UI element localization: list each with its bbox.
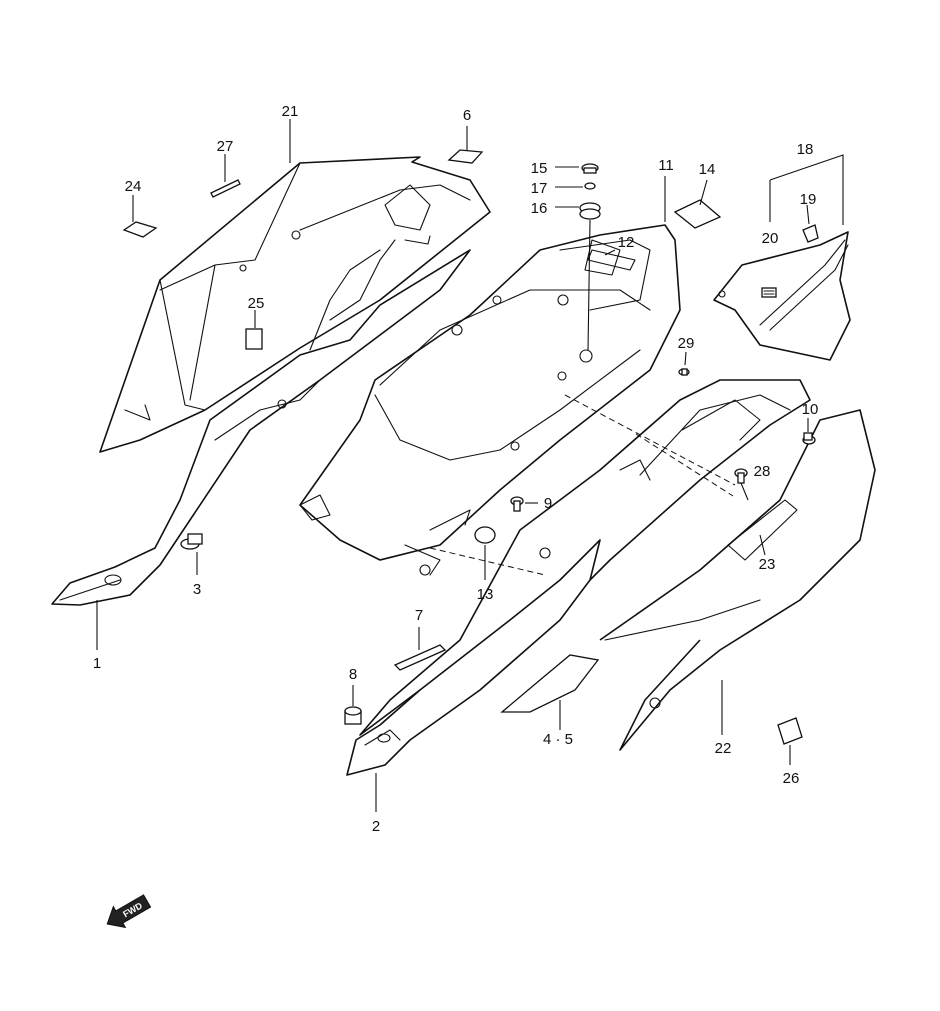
- callout-28: 28: [754, 463, 771, 480]
- part-28-screw: [734, 468, 749, 501]
- fwd-arrow-icon: FWD: [106, 894, 152, 929]
- callout-29: 29: [678, 335, 695, 352]
- part-20-label: [761, 287, 777, 298]
- part-13-grommet: [474, 526, 496, 580]
- assembly-lines: [429, 394, 736, 576]
- part-25-label: [245, 328, 263, 350]
- part-7-tape: [393, 644, 447, 671]
- callout-18: 18: [797, 141, 814, 158]
- callout-6: 6: [463, 107, 471, 124]
- callout-4-5: 4 · 5: [543, 731, 573, 748]
- part-26-label: [777, 717, 803, 745]
- part-23-emblem: [727, 499, 798, 561]
- part-19-clip: [802, 224, 819, 243]
- part-21-seat-tail-cover-upper: [99, 156, 491, 453]
- callout-23: 23: [759, 556, 776, 573]
- callout-21: 21: [282, 103, 299, 120]
- part-24-label: [122, 221, 158, 238]
- callout-13: 13: [477, 586, 494, 603]
- part-10-screw: [802, 432, 816, 445]
- part-27-label: [210, 179, 241, 198]
- callout-22: 22: [715, 740, 732, 757]
- part-17-washer: [584, 182, 596, 190]
- callout-leaders: [96, 119, 809, 812]
- callout-17: 17: [531, 180, 548, 197]
- callout-15: 15: [531, 160, 548, 177]
- callout-16: 16: [531, 200, 548, 217]
- callout-14: 14: [699, 161, 716, 178]
- part-9-screw: [510, 496, 524, 512]
- part-11-seat-tail-center: [299, 224, 681, 576]
- callout-7: 7: [415, 607, 423, 624]
- callout-26: 26: [783, 770, 800, 787]
- callout-9: 9: [544, 495, 552, 512]
- callout-24: 24: [125, 178, 142, 195]
- part-4-5-tape: [500, 654, 600, 713]
- callout-27: 27: [217, 138, 234, 155]
- part-1-frame-cover-left: [51, 249, 471, 606]
- callout-2: 2: [372, 818, 380, 835]
- callout-19: 19: [800, 191, 817, 208]
- callout-8: 8: [349, 666, 357, 683]
- part-8-nut: [344, 706, 362, 725]
- callout-20: 20: [762, 230, 779, 247]
- callout-labels: 1 2 3 4 · 5 6 7 8 9 10 11 12 13 14 15 16…: [93, 103, 819, 835]
- part-2-frame-cover-lower: [346, 539, 601, 776]
- callout-25: 25: [248, 295, 265, 312]
- part-16-cushion: [579, 202, 601, 220]
- part-18-rear-bracket: [713, 231, 851, 361]
- callout-12: 12: [618, 234, 635, 251]
- part-3-grommet: [180, 533, 203, 575]
- part-15-screw: [581, 163, 599, 174]
- callout-1: 1: [93, 655, 101, 672]
- part-29-screw: [678, 368, 690, 376]
- part-14-pad: [673, 199, 722, 229]
- part-6-pad: [447, 149, 484, 164]
- callout-11: 11: [658, 157, 674, 174]
- callout-10: 10: [802, 401, 819, 418]
- callout-3: 3: [193, 581, 201, 598]
